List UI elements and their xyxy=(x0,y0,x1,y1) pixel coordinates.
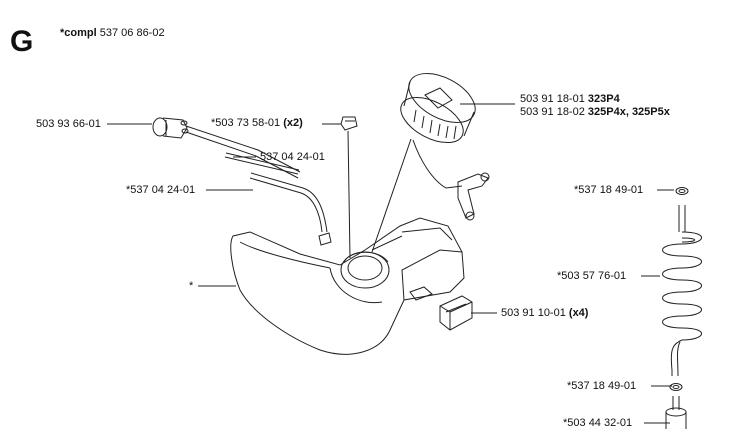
cap-2-model: 325P4x, 325P5x xyxy=(587,106,670,118)
label-spiral-hose: *503 57 76-01 xyxy=(557,270,627,282)
section-letter: G xyxy=(10,25,34,58)
compl-prefix: *compl xyxy=(60,27,97,39)
label-tank: * xyxy=(189,280,194,292)
compl-header: *compl 537 06 86-02 xyxy=(60,27,165,39)
fuel-filter-part xyxy=(665,396,687,429)
grommet-qty: (x2) xyxy=(283,117,303,129)
tank-grommet xyxy=(318,232,332,246)
label-grommet: *503 73 58-01 (x2) xyxy=(211,117,303,130)
hose-upper-part xyxy=(224,152,300,175)
ring-bottom-part xyxy=(669,383,683,391)
fuel-cap-part xyxy=(400,73,476,144)
cap-1-number: 503 91 18-01 xyxy=(520,93,585,105)
ring-top-part xyxy=(675,187,689,195)
label-cap-2: 503 91 18-02 325P4x, 325P5x xyxy=(520,106,670,119)
cap-pointer xyxy=(371,138,412,253)
label-hose-lower: *537 04 24-01 xyxy=(126,184,196,196)
tank-damper-seat xyxy=(409,286,433,301)
label-ring-top: *537 18 49-01 xyxy=(574,184,644,196)
grommet-pointer xyxy=(347,130,351,259)
compl-number: 537 06 86-02 xyxy=(99,27,165,39)
cap-1-model: 323P4 xyxy=(587,93,620,105)
damper-qty: (x4) xyxy=(568,307,589,319)
damper-number: 503 91 10-01 xyxy=(501,307,566,319)
damper-part xyxy=(439,295,473,331)
fuel-tank-part xyxy=(230,217,465,355)
label-filter: *503 44 32-01 xyxy=(563,417,633,429)
cap-2-number: 503 91 18-02 xyxy=(520,106,585,118)
label-ring-bottom: *537 18 49-01 xyxy=(567,380,637,392)
spiral-hose-part xyxy=(662,205,702,377)
grommet-part xyxy=(340,116,358,131)
label-damper: 503 91 10-01 (x4) xyxy=(501,307,588,320)
grommet-number: *503 73 58-01 xyxy=(211,117,281,129)
hose-lower-part xyxy=(249,172,328,233)
primer-hose xyxy=(185,125,301,173)
label-primer-bulb: 503 93 66-01 xyxy=(36,118,101,130)
label-hose-upper: 537 04 24-01 xyxy=(260,151,325,163)
label-cap-1: 503 91 18-01 323P4 xyxy=(520,93,620,106)
cap-strap-part xyxy=(412,139,490,221)
primer-bulb-part xyxy=(152,117,189,139)
